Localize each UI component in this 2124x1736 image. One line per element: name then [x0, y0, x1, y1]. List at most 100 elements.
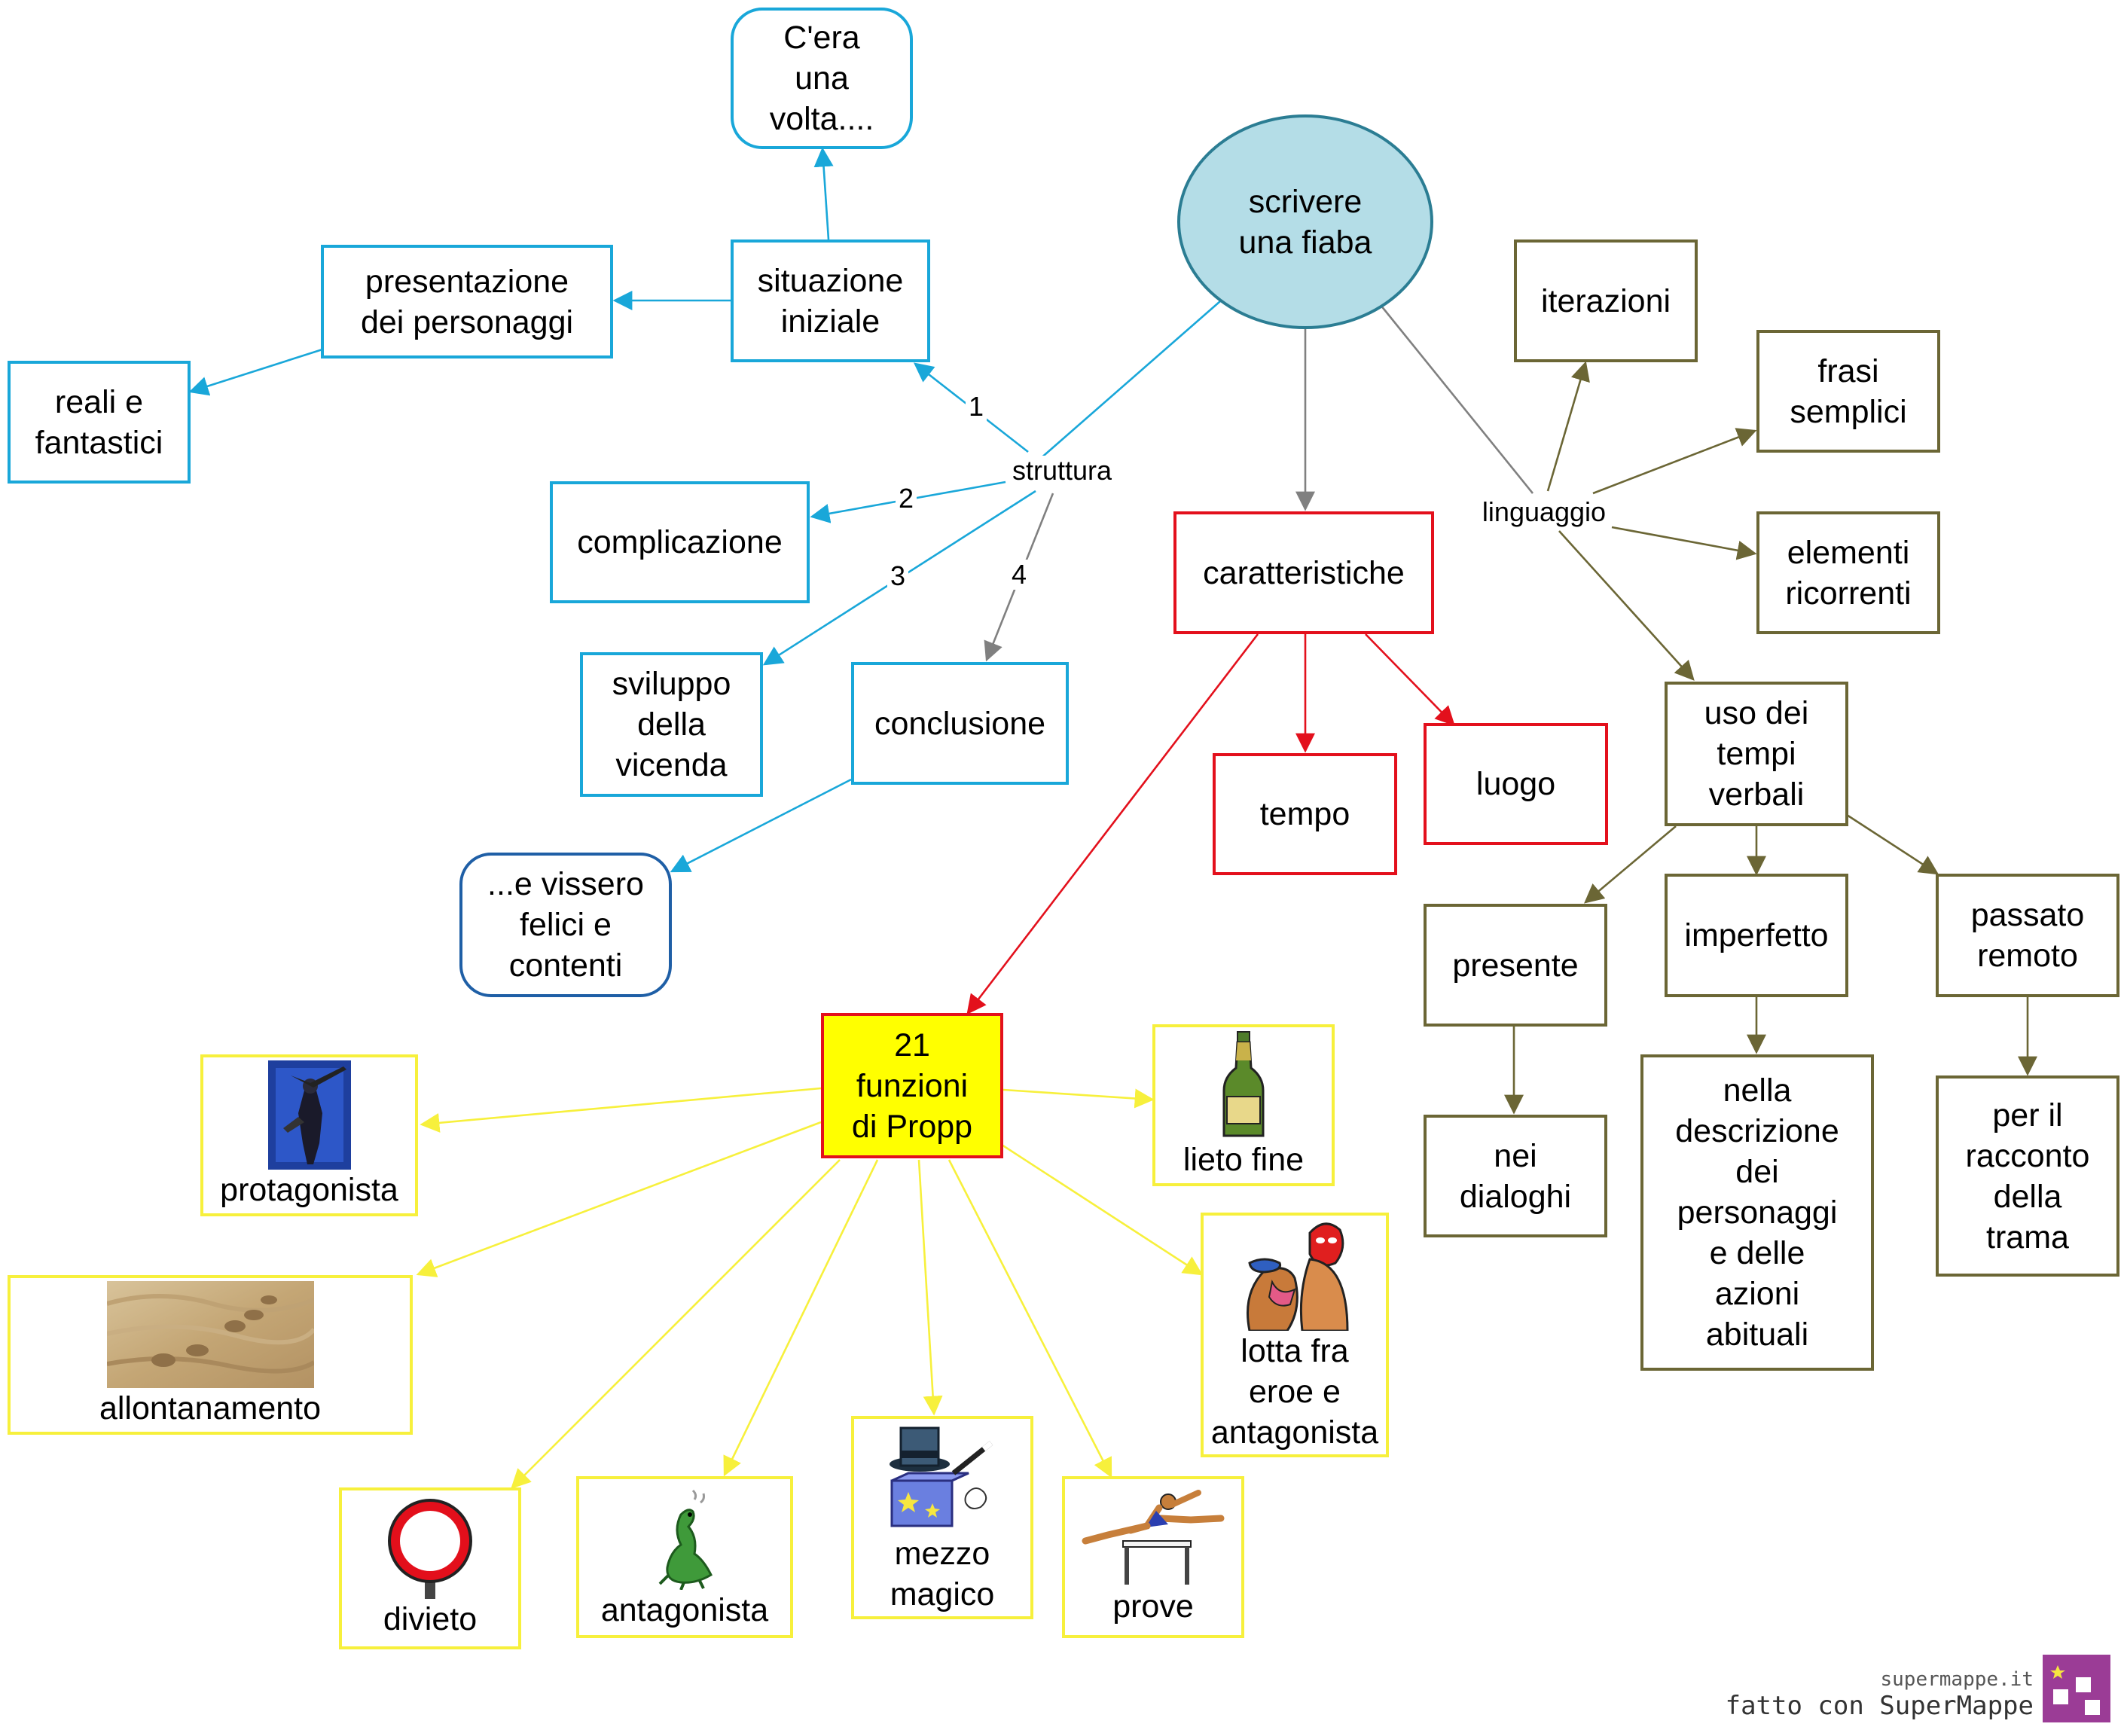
node-label: imperfetto	[1684, 917, 1829, 953]
node-label: elementi ricorrenti	[1785, 534, 1912, 612]
edge-label-2: 2	[895, 484, 917, 514]
node-allontanamento[interactable]: allontanamento	[8, 1275, 413, 1435]
node-label: divieto	[383, 1601, 478, 1637]
node-iterazioni[interactable]: iterazioni	[1514, 240, 1698, 362]
edge-caratteristiche-propp	[966, 633, 1259, 1015]
node-label: prove	[1112, 1588, 1194, 1625]
node-racconto-trama[interactable]: per il racconto della trama	[1936, 1075, 2119, 1277]
edge-label-1: 1	[965, 392, 987, 422]
edge-linguaggio-elementi	[1611, 526, 1757, 560]
edge-presentazione-reali	[188, 348, 323, 396]
node-label: nella descrizione dei personaggi e delle…	[1675, 1072, 1839, 1353]
node-vissero-felici[interactable]: ...e vissero felici e contenti	[459, 853, 672, 997]
node-tempo[interactable]: tempo	[1213, 753, 1397, 875]
node-label: frasi semplici	[1790, 352, 1907, 430]
edge-propp-prove	[948, 1159, 1112, 1478]
node-frasi-semplici[interactable]: frasi semplici	[1756, 330, 1940, 453]
edge-propp-divieto	[511, 1159, 841, 1489]
dragon-icon	[658, 1489, 713, 1590]
node-protagonista[interactable]: protagonista	[200, 1054, 418, 1216]
edge-propp-protagonista	[420, 1087, 822, 1133]
node-situazione-iniziale[interactable]: situazione iniziale	[731, 240, 930, 362]
champagne-bottle-icon	[1222, 1031, 1265, 1137]
node-label: lieto fine	[1183, 1142, 1305, 1178]
node-sviluppo-vicenda[interactable]: sviluppo della vicenda	[580, 652, 763, 797]
node-lieto-fine[interactable]: lieto fine	[1152, 1024, 1335, 1186]
node-label: sviluppo della vicenda	[612, 666, 731, 783]
node-divieto[interactable]: divieto	[339, 1487, 521, 1649]
node-label: complicazione	[577, 524, 783, 560]
edge-linguaggio-iterazioni	[1546, 361, 1590, 492]
edge-label-struttura: struttura	[1009, 456, 1115, 486]
node-prove[interactable]: prove	[1062, 1476, 1244, 1638]
node-label: scrivere una fiaba	[1238, 183, 1372, 261]
magic-hat-wand-icon	[890, 1426, 993, 1527]
node-label: C'era una volta....	[769, 20, 874, 137]
node-label: iterazioni	[1540, 282, 1671, 319]
node-label: ...e vissero felici e contenti	[487, 866, 644, 984]
hurdler-icon	[1082, 1489, 1225, 1585]
node-label: protagonista	[220, 1172, 398, 1208]
node-label: antagonista	[600, 1591, 769, 1628]
edge-situazione-cera	[813, 147, 834, 240]
node-label: presente	[1452, 947, 1579, 984]
edge-scrivere-linguaggio	[1379, 304, 1534, 494]
edge-uso-passato	[1846, 813, 1939, 875]
made-with-text: fatto con SuperMappe	[1725, 1691, 2034, 1721]
node-label: presentazione dei personaggi	[360, 263, 574, 340]
node-antagonista[interactable]: antagonista	[576, 1476, 793, 1638]
node-cera-una-volta[interactable]: C'era una volta....	[731, 8, 913, 149]
node-presentazione-personaggi[interactable]: presentazione dei personaggi	[321, 245, 613, 358]
node-label: uso dei tempi verbali	[1704, 695, 1809, 813]
edge-label-linguaggio: linguaggio	[1479, 497, 1610, 527]
footprints-in-sand-image	[106, 1281, 314, 1388]
node-elementi-ricorrenti[interactable]: elementi ricorrenti	[1756, 511, 1940, 634]
node-presente[interactable]: presente	[1424, 904, 1607, 1027]
node-label: luogo	[1476, 766, 1556, 802]
supermappe-credit: supermappe.it fatto con SuperMappe	[1726, 1668, 2034, 1721]
supermappe-url[interactable]: supermappe.it	[1880, 1668, 2034, 1691]
node-label: allontanamento	[99, 1390, 322, 1426]
node-lotta-eroe-antagonista[interactable]: lotta fra eroe e antagonista	[1201, 1213, 1389, 1457]
edge-propp-antagonista	[723, 1159, 879, 1477]
node-conclusione[interactable]: conclusione	[851, 662, 1069, 785]
node-21-funzioni-propp[interactable]: 21 funzioni di Propp	[821, 1013, 1003, 1158]
node-reali-fantastici[interactable]: reali e fantastici	[8, 361, 191, 484]
edge-caratteristiche-luogo	[1365, 633, 1455, 726]
edge-conclusione-vissero	[670, 778, 852, 873]
edge-linguaggio-frasi	[1592, 428, 1757, 495]
node-label: caratteristiche	[1203, 554, 1405, 591]
edge-label-4: 4	[1008, 560, 1030, 590]
prohibition-sign-icon	[388, 1499, 472, 1599]
node-complicazione[interactable]: complicazione	[550, 481, 810, 603]
node-label: tempo	[1259, 796, 1350, 832]
node-descrizione-personaggi[interactable]: nella descrizione dei personaggi e delle…	[1640, 1054, 1874, 1371]
edge-propp-allontanamento	[416, 1121, 822, 1277]
node-label: 21 funzioni di Propp	[851, 1027, 973, 1145]
node-scrivere-una-fiaba[interactable]: scrivere una fiaba	[1177, 114, 1433, 329]
node-passato-remoto[interactable]: passato remoto	[1936, 874, 2119, 997]
node-label: mezzo magico	[890, 1536, 995, 1612]
edge-label-3: 3	[887, 561, 909, 591]
node-label: passato remoto	[1970, 897, 2085, 974]
edge-uso-presente	[1584, 825, 1677, 904]
node-nei-dialoghi[interactable]: nei dialoghi	[1424, 1115, 1607, 1237]
node-uso-tempi-verbali[interactable]: uso dei tempi verbali	[1665, 682, 1848, 826]
node-caratteristiche[interactable]: caratteristiche	[1173, 511, 1434, 634]
supermappe-logo-icon	[2043, 1655, 2110, 1722]
edge-propp-mezzo	[917, 1159, 943, 1416]
node-label: nei dialoghi	[1459, 1137, 1572, 1215]
edge-scrivere-struttura	[1039, 301, 1221, 460]
edge-propp-lotta	[1001, 1143, 1204, 1276]
edge-linguaggio-uso	[1558, 530, 1695, 681]
node-label: per il racconto della trama	[1965, 1097, 2090, 1255]
node-mezzo-magico[interactable]: mezzo magico	[851, 1416, 1033, 1619]
node-label: lotta fra eroe e antagonista	[1210, 1332, 1379, 1451]
node-label: conclusione	[874, 705, 1046, 742]
node-imperfetto[interactable]: imperfetto	[1665, 874, 1848, 997]
knight-image	[267, 1060, 351, 1170]
node-label: situazione iniziale	[757, 262, 904, 340]
edge-propp-lieto	[1002, 1088, 1155, 1109]
node-luogo[interactable]: luogo	[1424, 723, 1608, 845]
